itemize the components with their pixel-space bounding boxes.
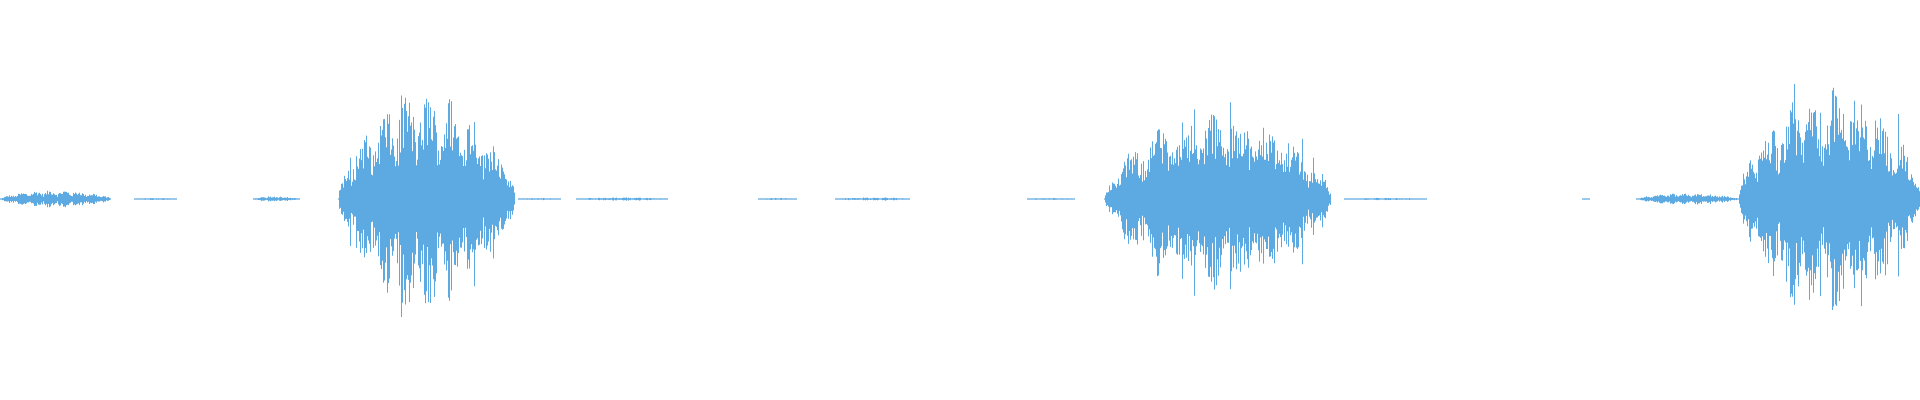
waveform-bars <box>0 84 1920 317</box>
